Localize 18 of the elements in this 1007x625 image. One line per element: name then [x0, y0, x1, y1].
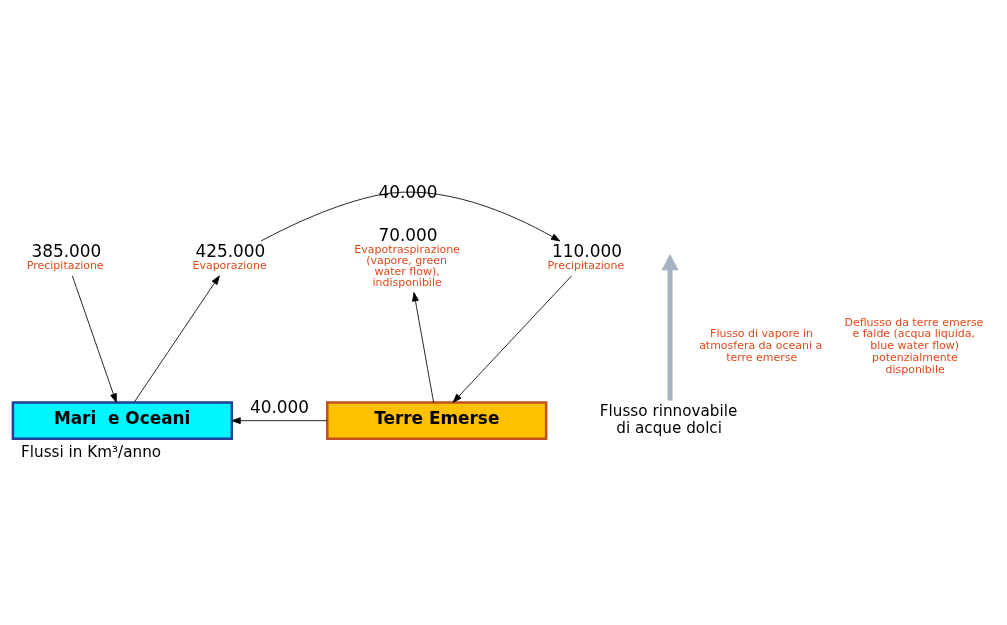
node-text: 110.000 Precipitazione [547, 241, 625, 273]
node-box: Terre Emerse [326, 401, 548, 441]
edge-label: 40.000 [249, 397, 310, 418]
node-text: Flusso rinnovabile di acque dolci [599, 401, 738, 437]
arrow [71, 275, 117, 403]
arrow [231, 417, 328, 425]
node-text: 425.000 Evaporazione [192, 241, 267, 273]
arrow [661, 253, 679, 401]
label: Deflusso da terre emerse e falde (acqua liquida, blue water flow) potenzialmente disponibile [844, 315, 984, 376]
node-text: 385.000 Precipitazione [26, 241, 104, 273]
arrow [452, 275, 573, 403]
node-box: Mari e Oceani [11, 401, 234, 441]
label: Flusso di vapore in atmosfera da oceani a terre emerse [699, 327, 823, 365]
node-text: 70.000 Evapotraspirazione (vapore, green water flow), indisponibile [354, 224, 460, 289]
caption: Flussi in Km³/anno [21, 442, 162, 461]
arrow [260, 191, 561, 242]
arrow [133, 275, 220, 403]
arrow [412, 292, 435, 403]
